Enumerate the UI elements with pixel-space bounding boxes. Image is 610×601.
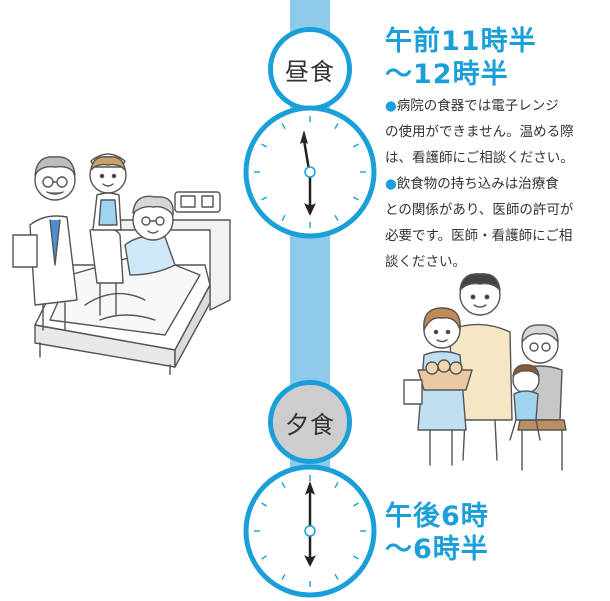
dinner-clock-hands	[304, 481, 316, 567]
dinner-time-heading: 午後6時 ～6時半	[385, 500, 489, 566]
note-line: は、看護師にご相談ください。	[385, 150, 574, 166]
clock-6-30-icon	[243, 464, 377, 598]
note-bullet: ●	[385, 98, 397, 114]
dinner-time-end: ～6時半	[385, 534, 489, 565]
lunch-clock-hands	[300, 130, 316, 216]
clock-12-30-icon	[243, 105, 377, 239]
lunch-time-end: ～12時半	[385, 59, 509, 90]
lunch-label: 昼食	[285, 57, 335, 86]
meal-notes: ●病院の食器では電子レンジの使用ができません。温める際は、看護師にご相談ください…	[385, 93, 605, 275]
note-line: 病院の食器では電子レンジ	[396, 98, 559, 114]
note-outside-food: ●飲食物の持ち込みは治療食との関係があり、医師の許可が必要です。医師・看護師にご…	[385, 171, 605, 275]
note-line: 談ください。	[385, 254, 466, 270]
note-line: 飲食物の持ち込みは治療食	[396, 176, 559, 192]
dinner-label-circle: 夕食	[268, 380, 352, 464]
note-line: 必要です。医師・看護師にご相	[385, 228, 573, 244]
note-line: の使用ができません。温める際	[385, 124, 574, 140]
hospital-bed-illustration	[12, 153, 231, 375]
lunch-time-start: 午前11時半	[385, 26, 537, 57]
family-illustration	[403, 273, 567, 471]
lunch-time-heading: 午前11時半 ～12時半	[385, 25, 537, 91]
lunch-label-circle: 昼食	[268, 27, 352, 111]
note-bullet: ●	[385, 176, 397, 192]
dinner-time-start: 午後6時	[385, 501, 489, 532]
note-line: との関係があり、医師の許可が	[385, 202, 574, 218]
note-microwave: ●病院の食器では電子レンジの使用ができません。温める際は、看護師にご相談ください…	[385, 93, 605, 171]
dinner-label: 夕食	[285, 410, 335, 439]
